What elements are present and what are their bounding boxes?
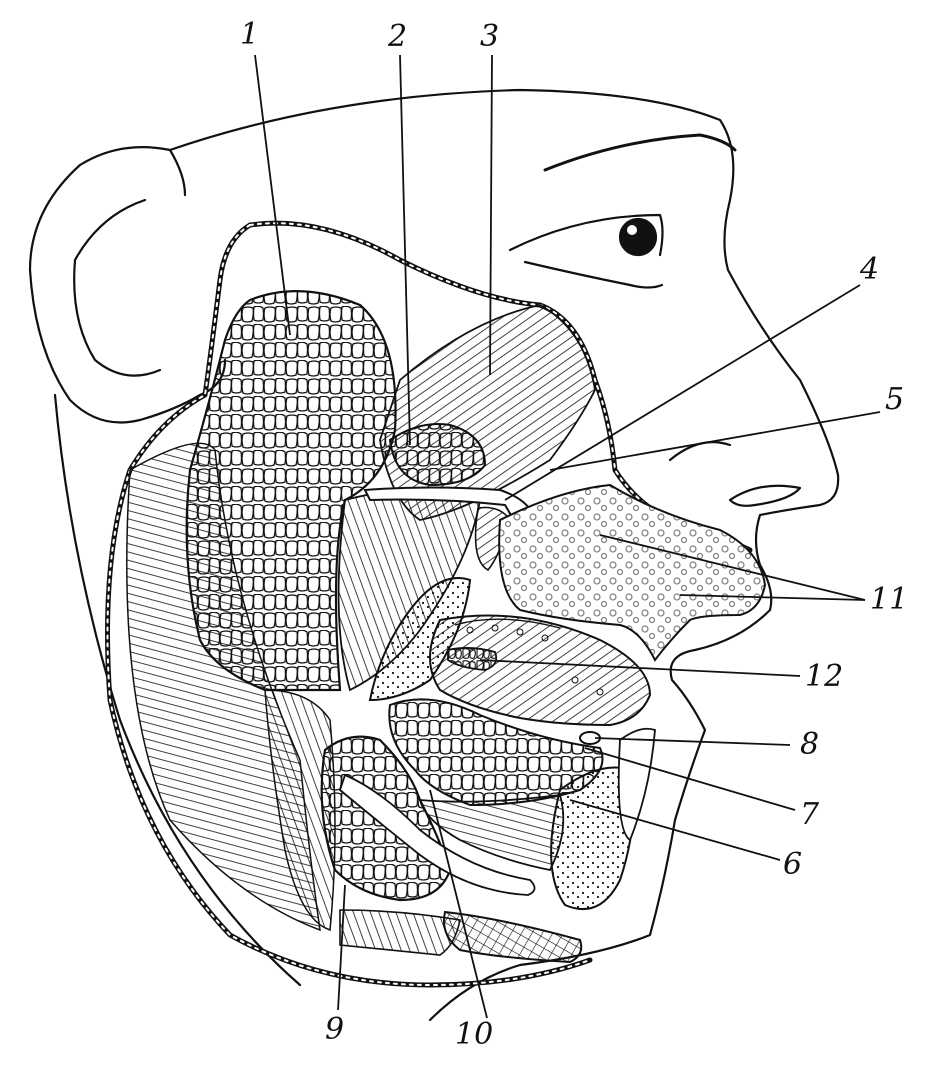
eyebrow xyxy=(543,133,737,172)
platysma xyxy=(264,689,336,932)
parotid-gland xyxy=(185,290,397,692)
label-6: 6 xyxy=(783,847,803,882)
buccal-glands xyxy=(368,577,472,702)
leader-11b xyxy=(679,594,866,601)
label-7: 7 xyxy=(800,797,820,832)
hyoid-muscle-grid xyxy=(443,910,583,964)
leader-10 xyxy=(429,789,488,1019)
leader-11a xyxy=(599,534,866,601)
label-11: 11 xyxy=(870,582,909,617)
digastric-band xyxy=(339,909,461,956)
leader-8 xyxy=(594,737,791,746)
leader-12 xyxy=(479,659,801,677)
label-1: 1 xyxy=(240,17,260,52)
leader-5 xyxy=(549,411,881,471)
leader-1 xyxy=(254,54,291,336)
leader-7 xyxy=(584,747,796,811)
label-3: 3 xyxy=(480,19,500,54)
nostril xyxy=(728,484,802,507)
leader-4 xyxy=(504,284,861,501)
leader-3 xyxy=(489,54,493,376)
label-2: 2 xyxy=(388,19,408,54)
leader-2 xyxy=(399,54,411,446)
eye-lower xyxy=(523,260,664,289)
eye-upper xyxy=(508,213,664,257)
head-outline xyxy=(168,88,840,1022)
label-12: 12 xyxy=(805,659,844,694)
neck-back xyxy=(53,393,302,987)
leader-9 xyxy=(337,884,346,1011)
label-5: 5 xyxy=(885,382,905,417)
accessory-parotid xyxy=(388,423,487,487)
ear-helix xyxy=(168,148,187,197)
label-10: 10 xyxy=(455,1017,494,1052)
label-4: 4 xyxy=(860,252,880,287)
label-9: 9 xyxy=(325,1012,345,1047)
eye-pupil xyxy=(618,217,658,257)
tongue xyxy=(429,614,652,727)
label-8: 8 xyxy=(800,727,820,762)
ear-outline xyxy=(28,146,227,424)
submandibular-duct xyxy=(338,773,536,896)
leader-6 xyxy=(569,799,781,861)
lower-lip-glands xyxy=(550,766,635,910)
ear-inner xyxy=(73,198,162,377)
lingual-gland-anterior xyxy=(447,647,498,671)
